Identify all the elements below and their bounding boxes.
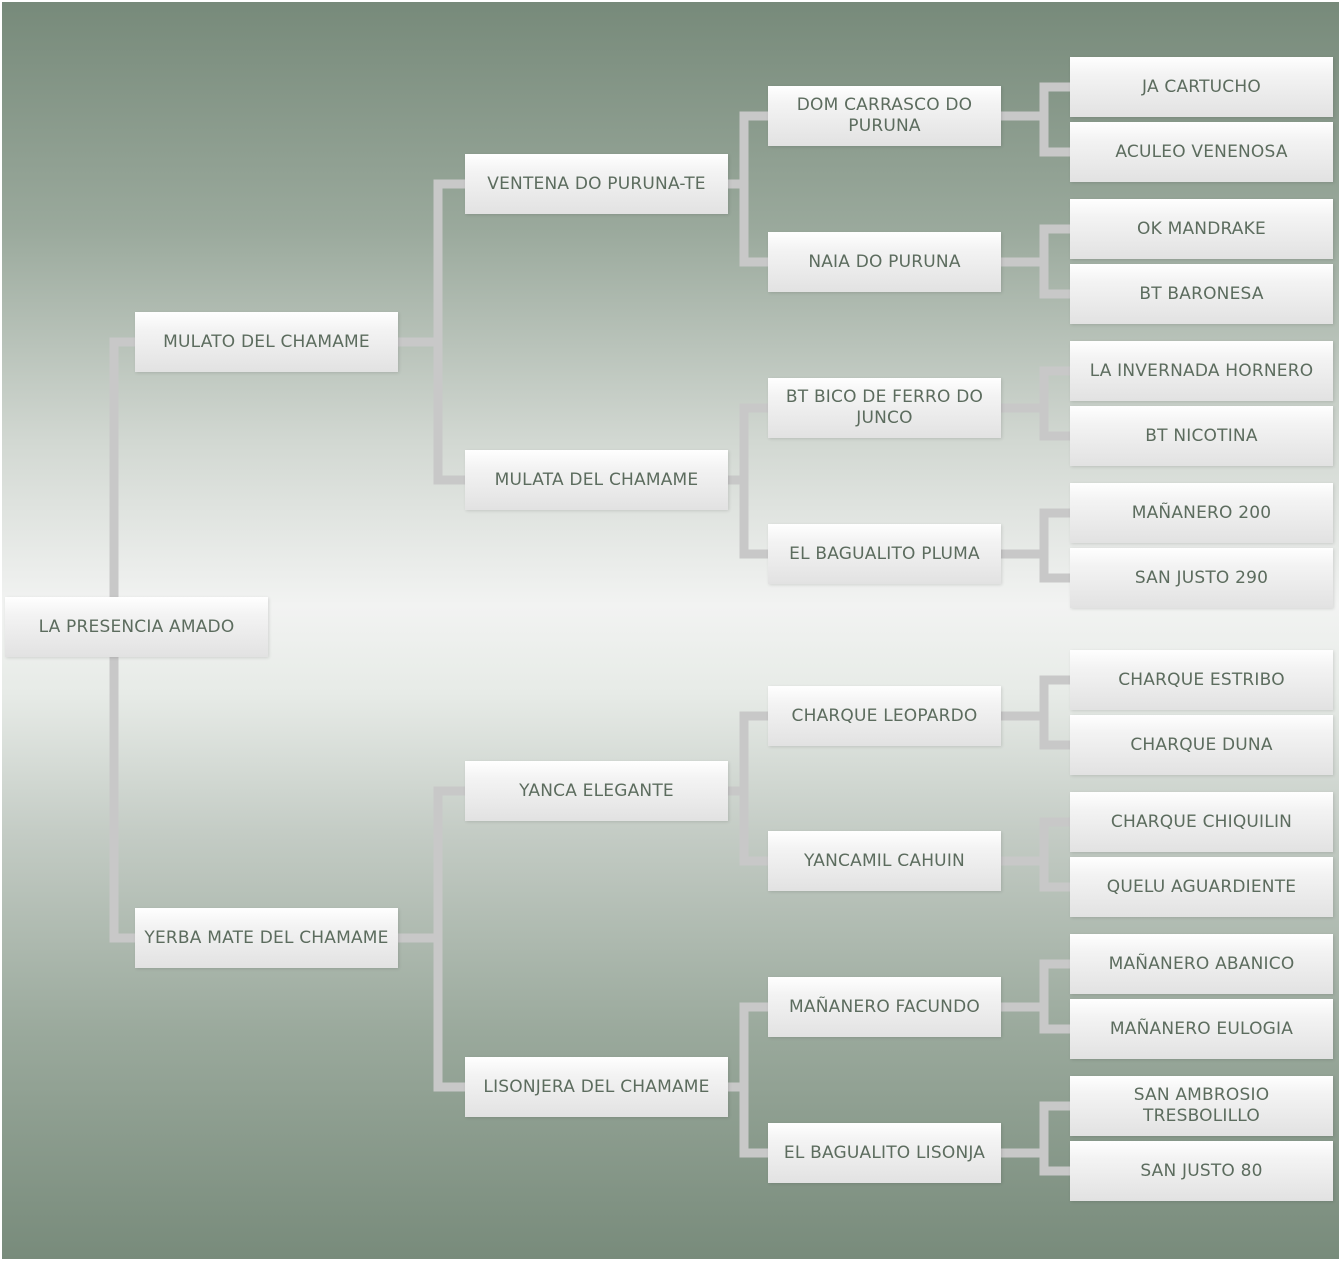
connector-line [1001,817,1070,892]
horse-gen4-9[interactable]: CHARQUE ESTRIBO [1070,650,1333,710]
connector-line [1001,959,1070,1034]
horse-gen4-3[interactable]: OK MANDRAKE [1070,199,1333,259]
connector-line [1001,508,1070,583]
horse-gen4-14[interactable]: MAÑANERO EULOGIA [1070,999,1333,1059]
horse-gen4-5[interactable]: LA INVERNADA HORNERO [1070,341,1333,401]
horse-subject[interactable]: LA PRESENCIA AMADO [5,597,268,657]
horse-gen3-3[interactable]: BT BICO DE FERRO DO JUNCO [768,378,1001,438]
horse-gen4-8[interactable]: SAN JUSTO 290 [1070,548,1333,608]
connector-line [1001,675,1070,750]
horse-gen3-5[interactable]: CHARQUE LEOPARDO [768,686,1001,746]
horse-gen4-2[interactable]: ACULEO VENENOSA [1070,122,1333,182]
horse-gen4-4[interactable]: BT BARONESA [1070,264,1333,324]
connector-line [398,786,465,1092]
connector-line [728,1002,768,1158]
horse-sire[interactable]: MULATO DEL CHAMAME [135,312,398,372]
horse-gen3-8[interactable]: EL BAGUALITO LISONJA [768,1123,1001,1183]
horse-dam[interactable]: YERBA MATE DEL CHAMAME [135,908,398,968]
horse-sire-sire[interactable]: VENTENA DO PURUNA-TE [465,154,728,214]
connector-line [728,711,768,866]
horse-gen3-1[interactable]: DOM CARRASCO DO PURUNA [768,86,1001,146]
connector-line [728,403,768,559]
horse-dam-dam[interactable]: LISONJERA DEL CHAMAME [465,1057,728,1117]
horse-gen4-13[interactable]: MAÑANERO ABANICO [1070,934,1333,994]
connector-line [1001,224,1070,299]
horse-sire-dam[interactable]: MULATA DEL CHAMAME [465,450,728,510]
connector-line [728,111,768,267]
horse-gen3-7[interactable]: MAÑANERO FACUNDO [768,977,1001,1037]
horse-gen3-2[interactable]: NAIA DO PURUNA [768,232,1001,292]
horse-gen4-6[interactable]: BT NICOTINA [1070,406,1333,466]
horse-dam-sire[interactable]: YANCA ELEGANTE [465,761,728,821]
horse-gen4-15[interactable]: SAN AMBROSIO TRESBOLILLO [1070,1076,1333,1136]
horse-gen4-1[interactable]: JA CARTUCHO [1070,57,1333,117]
horse-gen4-11[interactable]: CHARQUE CHIQUILIN [1070,792,1333,852]
connector-line [1001,366,1070,441]
connector-line [1001,1101,1070,1176]
horse-gen3-6[interactable]: YANCAMIL CAHUIN [768,831,1001,891]
horse-gen4-7[interactable]: MAÑANERO 200 [1070,483,1333,543]
connector-line [398,179,465,485]
horse-gen3-4[interactable]: EL BAGUALITO PLUMA [768,524,1001,584]
horse-gen4-12[interactable]: QUELU AGUARDIENTE [1070,857,1333,917]
connector-line [1001,82,1070,157]
horse-gen4-16[interactable]: SAN JUSTO 80 [1070,1141,1333,1201]
horse-gen4-10[interactable]: CHARQUE DUNA [1070,715,1333,775]
